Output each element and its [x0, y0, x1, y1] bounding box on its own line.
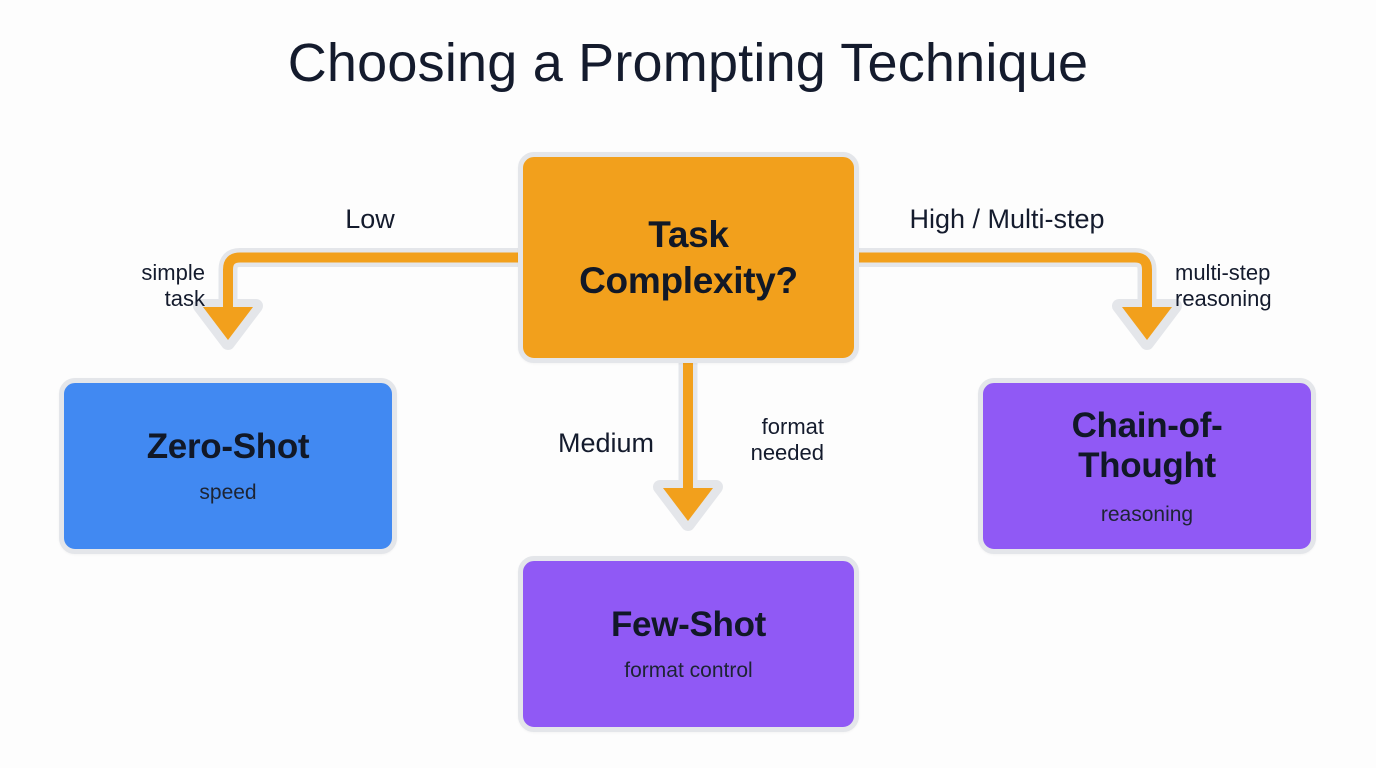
edge-high-outline: [858, 248, 1157, 310]
edge-note-multi-step-reasoning-line1: multi-step: [1175, 260, 1271, 285]
edge-note-multi-step-reasoning-line2: reasoning: [1175, 285, 1272, 311]
edge-low-arrowhead-outline: [193, 299, 263, 350]
edge-note-format-needed-line2: needed: [750, 439, 824, 465]
edge-note-format-needed-line1: format: [761, 414, 824, 439]
edge-medium-arrowhead: [663, 488, 713, 521]
node-zero-shot[interactable]: Zero-Shot speed: [59, 378, 397, 554]
edge-low-outline: [218, 248, 518, 310]
node-chain-of-thought-title: Chain-of-Thought: [1062, 406, 1233, 487]
node-task-complexity-title-line1: Task: [648, 214, 729, 256]
edge-medium-arrowhead-outline: [653, 480, 723, 531]
node-few-shot[interactable]: Few-Shot format control: [518, 556, 859, 732]
edge-note-simple-task-line2: task: [164, 285, 205, 311]
node-zero-shot-title: Zero-Shot: [146, 426, 310, 466]
edge-label-low: Low: [345, 204, 395, 234]
edge-label-high: High / Multi-step: [909, 204, 1105, 234]
edge-high-arrowhead: [1122, 307, 1172, 340]
edge-low-line: [223, 252, 518, 312]
node-few-shot-subtitle: format control: [624, 659, 753, 683]
edge-high: [858, 248, 1182, 350]
node-chain-of-thought[interactable]: Chain-of-Thought reasoning: [978, 378, 1316, 554]
node-chain-of-thought-title-line2: Thought: [1078, 446, 1216, 486]
node-chain-of-thought-subtitle: reasoning: [1100, 503, 1194, 527]
node-chain-of-thought-title-line1: Chain-of-: [1071, 405, 1223, 445]
edge-high-line: [858, 252, 1152, 312]
edge-note-simple-task-line1: simple: [141, 260, 205, 285]
edge-high-arrowhead-outline: [1112, 299, 1182, 350]
node-task-complexity-title-line2: Complexity?: [579, 259, 798, 301]
edge-low: [193, 248, 518, 350]
node-few-shot-title: Few-Shot: [610, 604, 767, 644]
edge-label-medium: Medium: [557, 428, 654, 458]
node-zero-shot-subtitle: speed: [199, 481, 257, 505]
page-title: Choosing a Prompting Technique: [287, 33, 1089, 93]
edge-low-arrowhead: [203, 307, 253, 340]
